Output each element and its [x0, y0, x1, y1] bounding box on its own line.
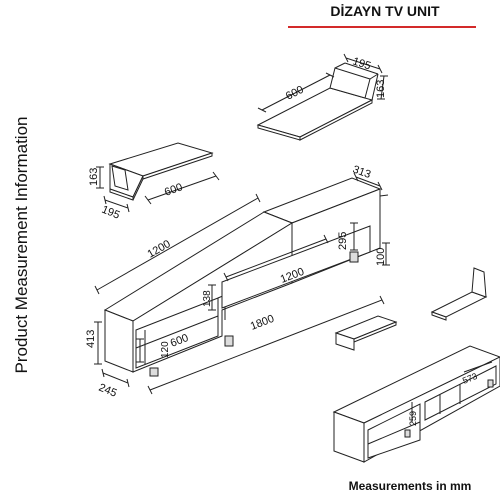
detail-unit-drawing [332, 345, 500, 463]
base-depth-label: 245 [97, 382, 119, 400]
top-shelf-drawing [256, 62, 379, 141]
left-shelf-width-label: 600 [163, 181, 184, 199]
unit-depth-label: 313 [351, 164, 372, 182]
left-shelf-drawing [108, 142, 214, 201]
units-note: Measurements in mm [348, 479, 472, 493]
leg-height-label: 100 [375, 248, 387, 266]
center-shelf-drawing [334, 315, 398, 351]
top-shelf-depth-label: 195 [351, 55, 372, 72]
title-underline [288, 26, 476, 28]
left-shelf-height-label: 163 [88, 168, 100, 186]
left-shelf-depth-label: 195 [100, 204, 122, 222]
upper-section-length-label: 1200 [146, 238, 173, 261]
main-unit-drawing [103, 177, 382, 377]
small-height-label: 120 [160, 341, 171, 358]
rear-height-label: 295 [337, 232, 349, 250]
right-shelf-drawing [430, 267, 488, 321]
total-height-label: 413 [85, 330, 97, 348]
total-length-label: 1800 [249, 313, 276, 333]
top-shelf-height-label: 163 [375, 80, 387, 98]
top-shelf-width-label: 600 [284, 84, 306, 103]
detail-height-label: 259 [408, 411, 418, 426]
compartment-height-label: 138 [202, 290, 213, 307]
page-title: DİZAYN TV UNIT [330, 3, 440, 19]
